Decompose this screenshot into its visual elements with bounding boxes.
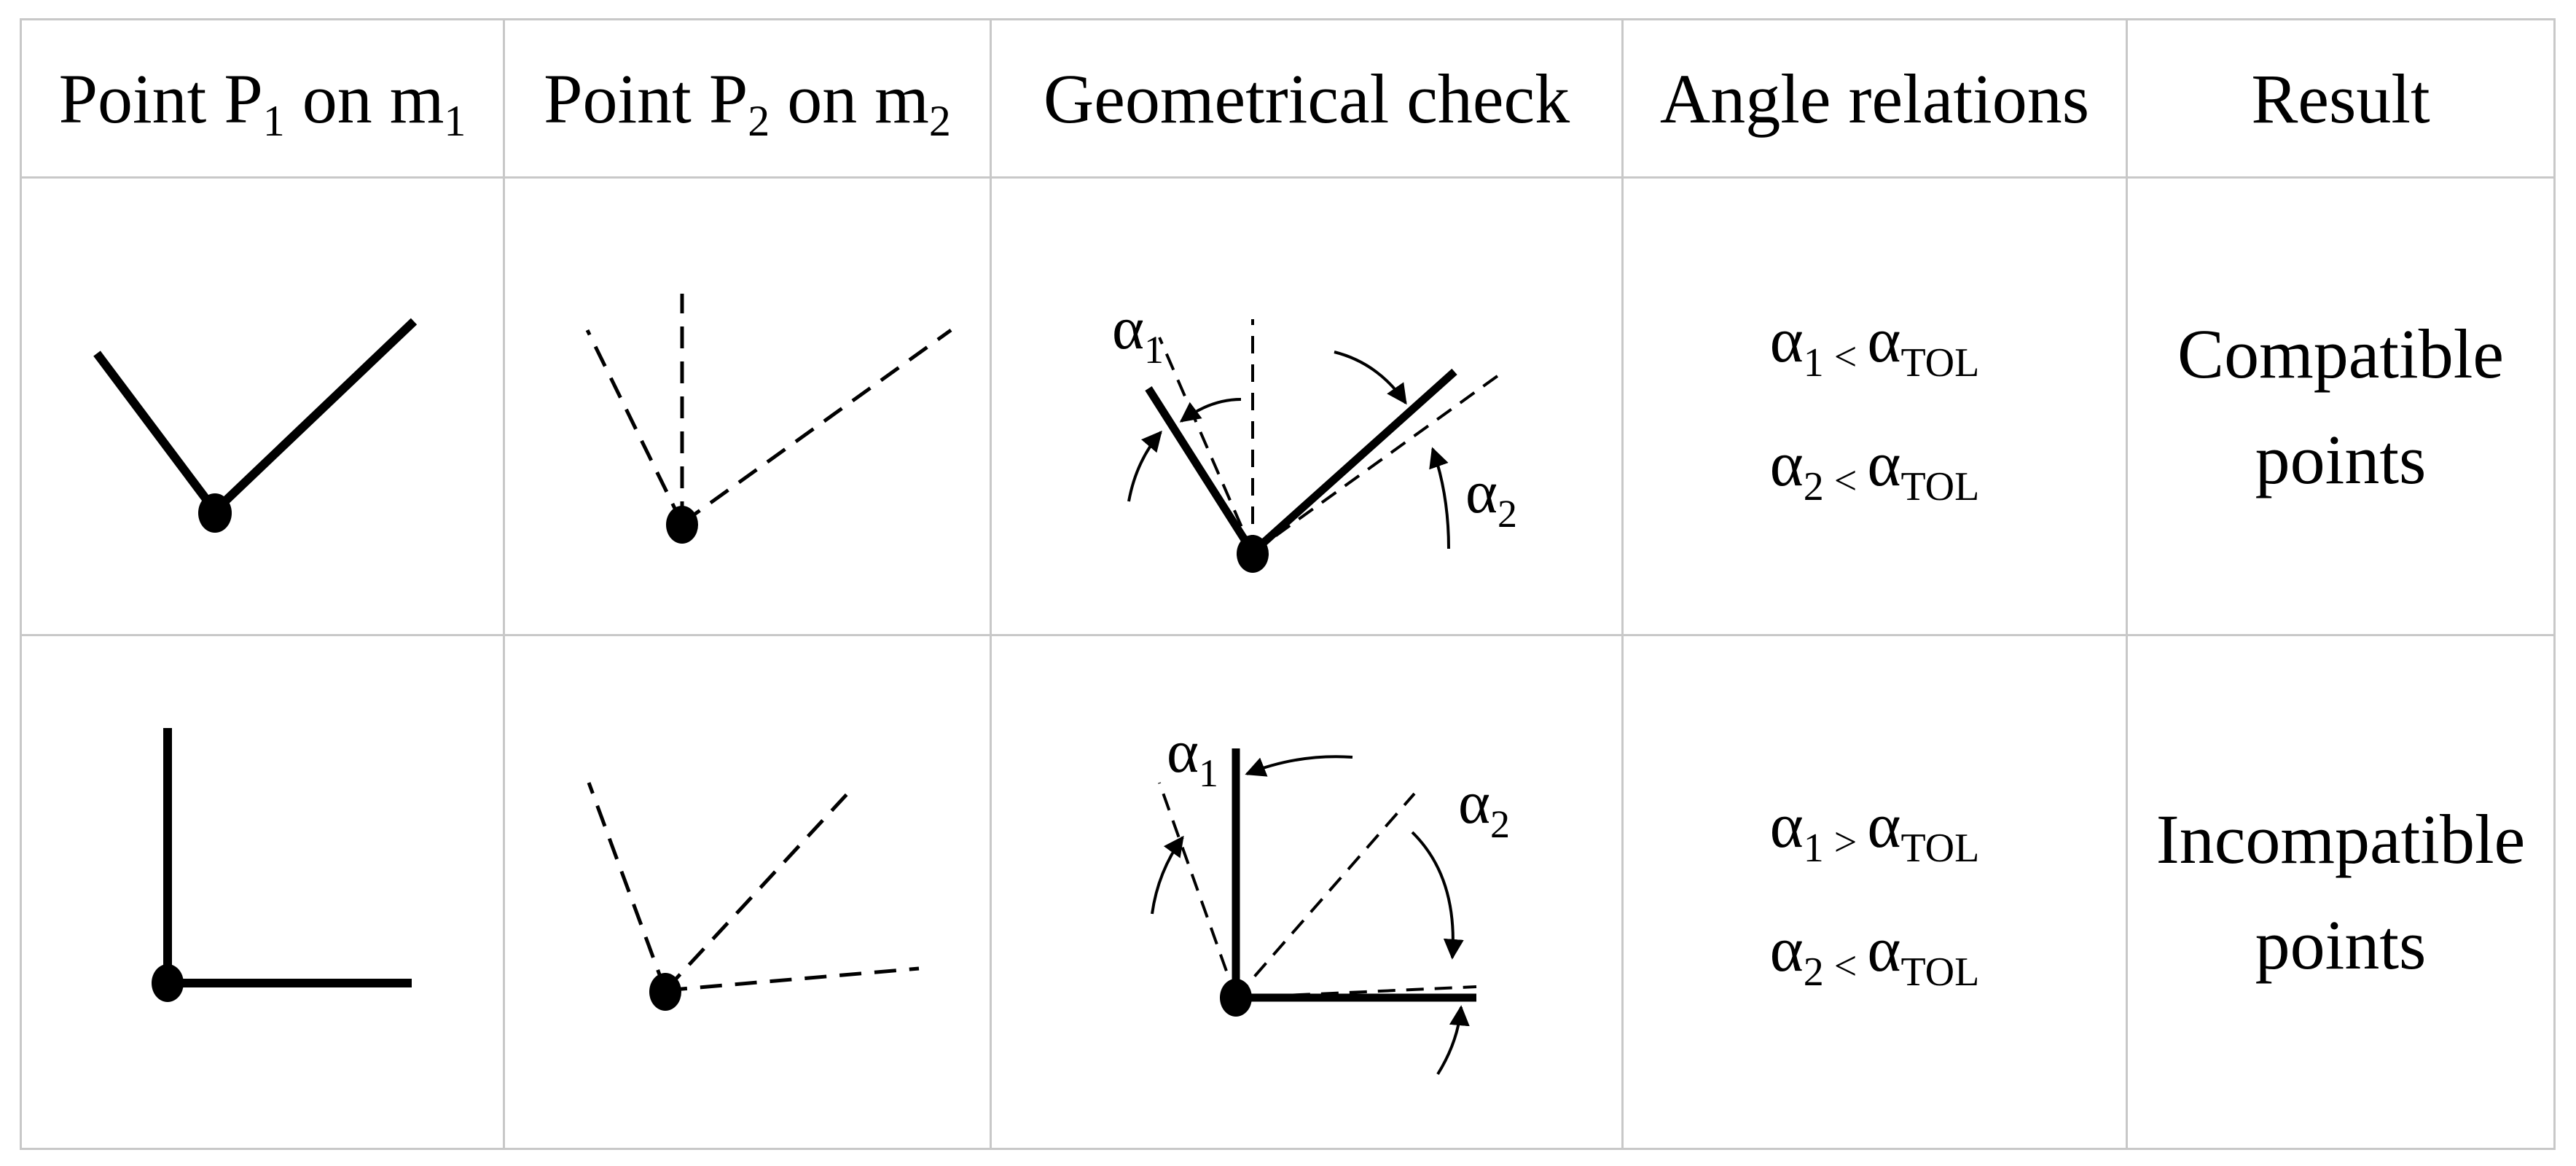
- cell-point-p1: [20, 634, 505, 1150]
- dashed-line: [585, 329, 684, 524]
- relation-line: α2<αTOL: [1769, 915, 1980, 995]
- header-result: Result: [2126, 18, 2556, 179]
- cell-geometrical-check: α1 α2: [990, 176, 1624, 636]
- dashed-line: [665, 966, 920, 993]
- dashed-line: [1234, 792, 1416, 999]
- point-p1-figure: [93, 318, 418, 533]
- dashed-line: [587, 782, 668, 991]
- edge-line: [1250, 368, 1457, 555]
- angle-arrow: [1436, 1005, 1470, 1076]
- relation-line: α1>αTOL: [1769, 791, 1980, 871]
- cell-point-p2: [503, 176, 992, 636]
- cell-geometrical-check: α1 α2: [990, 634, 1624, 1150]
- header-point-p1: Point P1 on m1: [20, 18, 505, 179]
- dashed-line: [664, 792, 849, 992]
- cell-angle-relations: α1<αTOL α2<αTOL: [1621, 176, 2128, 636]
- header-row: Point P1 on m1 Point P2 on m2 Geometrica…: [20, 18, 2556, 179]
- vertex-dot: [1220, 979, 1252, 1017]
- angle-arrow: [1179, 397, 1242, 423]
- vertex-dot: [1237, 534, 1269, 573]
- dashed-line: [681, 328, 952, 525]
- vertex-dot: [666, 505, 698, 544]
- header-point-p2: Point P2 on m2: [503, 18, 992, 179]
- cell-result: Compatible points: [2126, 176, 2556, 636]
- point-p1-figure: [152, 728, 412, 1002]
- cell-point-p2: [503, 634, 992, 1150]
- dashed-line: [1158, 782, 1237, 998]
- result-line: points: [2255, 906, 2427, 984]
- table-row: α1 α2 α1<αTOL α2<αTOL Compatible points: [20, 176, 2556, 636]
- result-line: Incompatible: [2156, 800, 2526, 878]
- angle-arrow: [1127, 430, 1162, 501]
- vertex-dot: [649, 973, 681, 1011]
- point-p2-figure: [585, 293, 952, 544]
- cell-angle-relations: α1>αTOL α2<αTOL: [1621, 634, 2128, 1150]
- point-p2-figure: [587, 782, 920, 1011]
- angle-arrow: [1334, 350, 1407, 404]
- relation-line: α1<αTOL: [1769, 305, 1980, 386]
- dashed-line: [1158, 336, 1254, 553]
- angle-arrow: [1151, 835, 1184, 915]
- header-angle-relations: Angle relations: [1621, 18, 2128, 179]
- edge-line: [93, 350, 219, 514]
- alpha1-label: α1: [1167, 718, 1218, 795]
- alpha1-label: α1: [1112, 294, 1164, 372]
- angle-arrow: [1245, 755, 1353, 777]
- angle-arrow: [1411, 831, 1464, 960]
- result-line: points: [2255, 420, 2427, 498]
- header-geometrical-check: Geometrical check: [990, 18, 1624, 179]
- vertex-dot: [198, 493, 232, 533]
- table-row: α1 α2 α1>αTOL α2<αTOL Incompatible point…: [20, 634, 2556, 1150]
- alpha2-label: α2: [1465, 458, 1517, 536]
- vertex-dot: [152, 964, 184, 1002]
- alpha2-label: α2: [1458, 769, 1510, 846]
- geometrical-check-figure: α1 α2: [1151, 718, 1510, 1076]
- dashed-line: [1251, 368, 1507, 554]
- cell-result: Incompatible points: [2126, 634, 2556, 1150]
- edge-line: [211, 318, 418, 514]
- comparison-table: Point P1 on m1 Point P2 on m2 Geometrica…: [20, 18, 2556, 1150]
- edge-line: [1145, 386, 1256, 555]
- angle-arrow: [1429, 446, 1450, 549]
- cell-point-p1: [20, 176, 505, 636]
- result-line: Compatible: [2177, 314, 2504, 393]
- geometrical-check-figure: α1 α2: [1112, 294, 1517, 573]
- relation-line: α2<αTOL: [1769, 429, 1980, 509]
